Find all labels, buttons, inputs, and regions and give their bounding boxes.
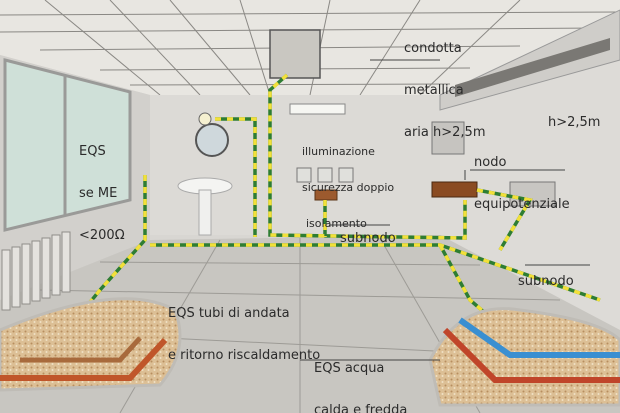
- heating-pipe-flow: [0, 337, 168, 381]
- ceiling-light-grid: [269, 29, 321, 79]
- mirror-light: [198, 112, 212, 126]
- height-label: h>2,5m: [548, 115, 601, 130]
- heating-pipe-return: [20, 336, 142, 363]
- window: [3, 58, 132, 232]
- lighting-label: illuminazione sicurezza doppio isolament…: [302, 145, 395, 230]
- emergency-light: [289, 103, 346, 115]
- back-wall: [150, 95, 440, 235]
- hot-water-pipe: [442, 327, 620, 383]
- sockets-right: [509, 181, 556, 207]
- mirror: [195, 123, 229, 157]
- sink-pedestal: [198, 189, 212, 236]
- left-excavation: [0, 297, 182, 392]
- heating-eqs-label: EQS tubi di andata e ritorno riscaldamen…: [168, 306, 321, 363]
- duct-grille: [455, 38, 610, 97]
- switch-panel: [431, 121, 465, 155]
- radiator: [1, 231, 71, 311]
- window-eqs-label: EQS se ME <200Ω: [79, 144, 125, 243]
- water-eqs-label: EQS acqua calda e fredda: [314, 361, 408, 413]
- cold-water-pipe: [458, 317, 620, 358]
- equipotential-node-bar: [431, 181, 478, 198]
- sockets-center: [296, 167, 354, 183]
- subnode-right-label: subnodo: [518, 274, 574, 289]
- subnode-center-label: subnodo: [340, 231, 396, 246]
- node-label: nodo equipotenziale: [474, 155, 570, 212]
- duct-label: condotta metallica aria h>2,5m: [404, 41, 486, 140]
